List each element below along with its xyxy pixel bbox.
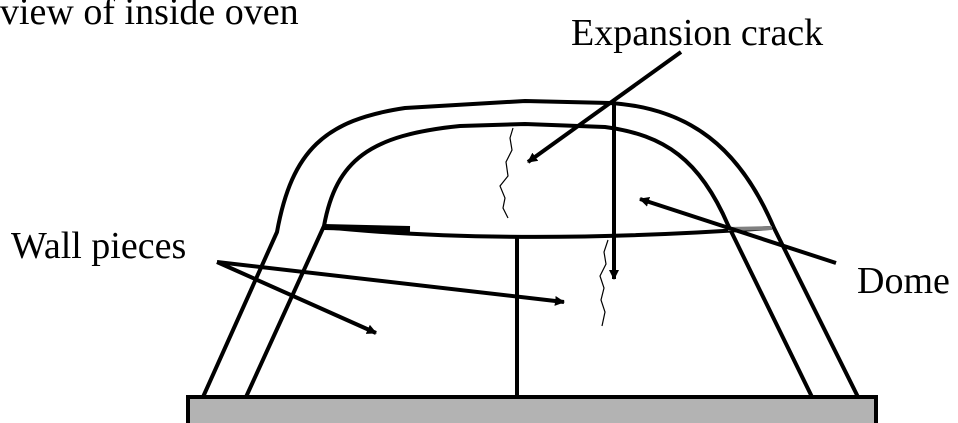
seam-overlap-tick	[323, 224, 411, 232]
dome-crack	[499, 127, 514, 219]
dome-label: Dome	[857, 260, 950, 302]
dome-arrow	[639, 197, 837, 265]
outer-shell	[201, 99, 860, 398]
crack-arrow-diagonal	[526, 50, 683, 164]
wall-arrow-left	[216, 260, 377, 335]
wall-arrow-right	[216, 260, 565, 306]
diagram-title: view of inside oven	[0, 0, 299, 33]
wall-crack	[599, 239, 609, 327]
inner-shell	[244, 122, 814, 398]
expansion-crack-label: Expansion crack	[571, 12, 824, 54]
wall-pieces-label: Wall pieces	[11, 225, 187, 267]
base-slab	[186, 395, 878, 423]
dome-wall-seam	[323, 225, 771, 239]
